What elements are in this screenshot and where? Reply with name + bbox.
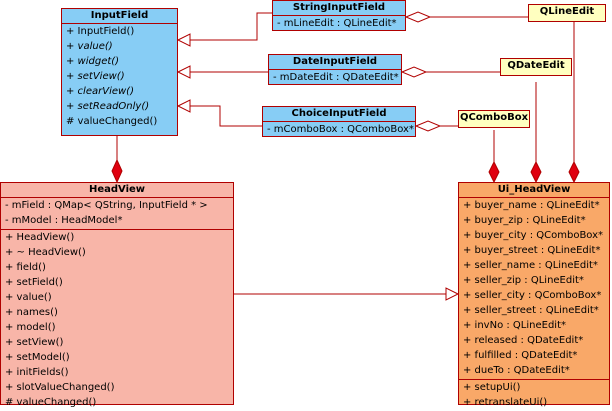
generalization-arrowhead-string: [176, 33, 191, 47]
class-choiceinputfield[interactable]: ChoiceInputField - mComboBox : QComboBox…: [262, 106, 416, 137]
method: + initFields(): [5, 367, 69, 378]
attribute: + seller_city : QComboBox*: [463, 290, 602, 301]
method: # valueChanged(): [66, 116, 158, 127]
attribute: + dueTo : QDateEdit*: [463, 365, 570, 376]
class-stringinputfield[interactable]: StringInputField - mLineEdit : QLineEdit…: [272, 0, 406, 31]
attributes-section: - mLineEdit : QLineEdit*: [273, 16, 405, 32]
class-headview[interactable]: HeadView - mField : QMap< QString, Input…: [0, 182, 234, 408]
attribute: + buyer_city : QComboBox*: [463, 230, 604, 241]
aggregation-diamond-choice: [414, 120, 442, 132]
method: + widget(): [66, 56, 120, 67]
class-title: ChoiceInputField: [263, 107, 415, 122]
attribute: + released : QDateEdit*: [463, 335, 584, 346]
method: + InputField(): [66, 26, 135, 37]
attribute: - mDateEdit : QDateEdit*: [273, 72, 399, 83]
methods-section: + setupUi() + retranslateUi(): [459, 380, 609, 411]
attributes-section: - mDateEdit : QDateEdit*: [269, 70, 401, 86]
method: + setModel(): [5, 352, 70, 363]
class-title: DateInputField: [269, 55, 401, 70]
attribute: + buyer_zip : QLineEdit*: [463, 215, 586, 226]
attribute: + seller_zip : QLineEdit*: [463, 275, 584, 286]
class-title: HeadView: [1, 183, 233, 198]
method: + clearView(): [66, 86, 134, 97]
generalization-arrowhead-choice: [176, 99, 191, 113]
composition-diamond-dateedit: [530, 160, 542, 184]
method: # valueChanged(): [5, 397, 97, 408]
class-title: StringInputField: [273, 1, 405, 16]
method: + setView(): [5, 337, 64, 348]
method: + model(): [5, 322, 56, 333]
composition-diamond-headview: [111, 158, 123, 184]
generalization-choice-to-inputfield: [190, 105, 262, 127]
attribute: - mComboBox : QComboBox*: [267, 124, 414, 135]
class-dateinputfield[interactable]: DateInputField - mDateEdit : QDateEdit*: [268, 54, 402, 85]
class-title: InputField: [62, 9, 177, 24]
method: + setReadOnly(): [66, 101, 150, 112]
methods-section: + InputField() + value() + widget() + se…: [62, 24, 177, 130]
class-title: Ui_HeadView: [459, 183, 609, 198]
attribute: - mModel : HeadModel*: [5, 215, 123, 226]
class-qdateedit[interactable]: QDateEdit: [500, 58, 572, 76]
class-title: QDateEdit: [507, 60, 565, 71]
attribute: + buyer_street : QLineEdit*: [463, 245, 601, 256]
class-qcombobox[interactable]: QComboBox: [458, 110, 530, 128]
aggregation-diamond-string: [404, 11, 432, 23]
class-title: QComboBox: [459, 112, 529, 123]
class-qlineedit[interactable]: QLineEdit: [528, 4, 606, 22]
aggregation-diamond-date: [400, 66, 428, 78]
method: + ~ HeadView(): [5, 247, 86, 258]
attribute: + seller_name : QLineEdit*: [463, 260, 598, 271]
method: + value(): [5, 292, 52, 303]
method: + setupUi(): [463, 382, 521, 393]
attribute: + invNo : QLineEdit*: [463, 320, 566, 331]
methods-section: + HeadView() + ~ HeadView() + field() + …: [1, 230, 233, 411]
method: + HeadView(): [5, 232, 75, 243]
method: + setField(): [5, 277, 63, 288]
class-title: QLineEdit: [539, 6, 595, 17]
method: + names(): [5, 307, 58, 318]
attributes-section: + buyer_name : QLineEdit* + buyer_zip : …: [459, 198, 609, 380]
attribute: + buyer_name : QLineEdit*: [463, 200, 600, 211]
method: + slotValueChanged(): [5, 382, 115, 393]
generalization-string-to-inputfield: [178, 12, 272, 41]
attributes-section: - mField : QMap< QString, InputField * >…: [1, 198, 233, 230]
composition-diamond-lineedit: [568, 160, 580, 184]
composition-diamond-combobox: [488, 160, 500, 184]
attributes-section: - mComboBox : QComboBox*: [263, 122, 415, 138]
class-inputfield[interactable]: InputField + InputField() + value() + wi…: [61, 8, 178, 136]
generalization-arrowhead-ui: [445, 287, 460, 301]
attribute: - mField : QMap< QString, InputField * >: [5, 200, 208, 211]
method: + retranslateUi(): [463, 397, 548, 408]
attribute: + seller_street : QLineEdit*: [463, 305, 599, 316]
class-ui-headview[interactable]: Ui_HeadView + buyer_name : QLineEdit* + …: [458, 182, 610, 408]
method: + field(): [5, 262, 46, 273]
generalization-arrowhead-date: [176, 65, 191, 79]
method: + value(): [66, 41, 113, 52]
method: + setView(): [66, 71, 125, 82]
attribute: - mLineEdit : QLineEdit*: [277, 18, 397, 29]
attribute: + fulfilled : QDateEdit*: [463, 350, 578, 361]
